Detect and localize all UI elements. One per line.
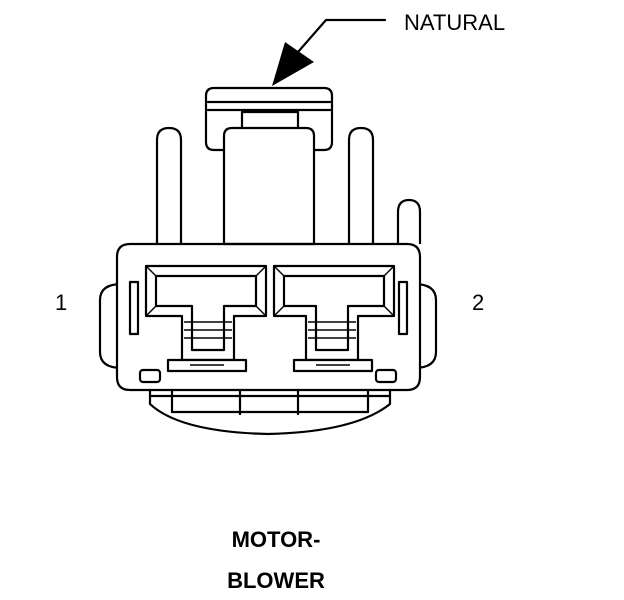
cavity-1 [144,264,268,373]
callout-leader [272,18,387,86]
latch-fingers [155,126,422,244]
callout-label: NATURAL [404,10,506,35]
pin-2-label: 2 [472,290,485,315]
lock-tab [204,86,334,244]
connector-skirt [148,383,392,436]
connector-title-line-2: BLOWER [227,568,325,593]
cavity-2 [272,264,396,373]
callout-arrowhead [272,42,314,86]
connector-title-line-1: MOTOR- [231,527,321,552]
key-notches [138,368,398,384]
pin-1-label: 1 [55,290,68,315]
